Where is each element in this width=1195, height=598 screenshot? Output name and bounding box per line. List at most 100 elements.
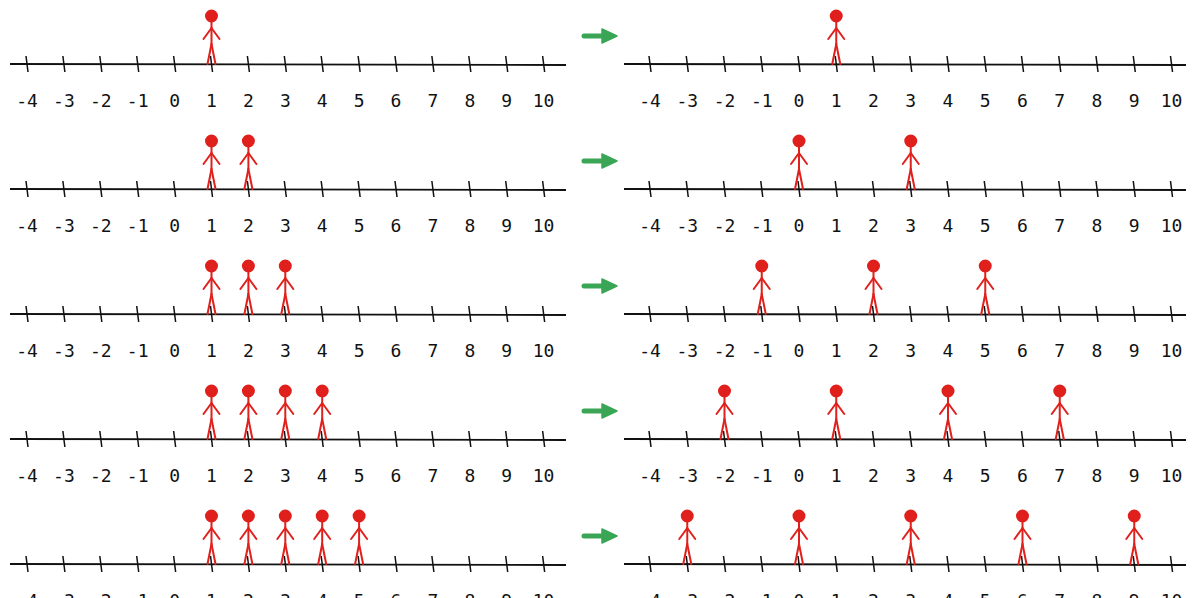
stick-figure [204, 261, 220, 315]
figure-arm [212, 278, 220, 289]
tick-mark [284, 181, 286, 197]
tick-label: -3 [676, 91, 698, 111]
tick-label: 2 [868, 341, 879, 361]
tick-label: 10 [1161, 216, 1183, 236]
tick-mark [798, 306, 800, 322]
stick-figure [977, 261, 993, 315]
tick-mark [63, 181, 65, 197]
stick-figure [240, 386, 256, 440]
tick-label: 10 [533, 216, 555, 236]
tick-label: 4 [317, 591, 328, 598]
figure-arm [1023, 528, 1031, 539]
figure-leg [874, 294, 878, 314]
tick-mark [26, 306, 28, 322]
figure-leg [981, 294, 985, 314]
figure-arm [248, 403, 256, 414]
tick-mark [395, 181, 397, 197]
figure-head [1129, 511, 1140, 522]
tick-label: 9 [501, 341, 512, 361]
figure-arm [314, 403, 322, 414]
figure-head [206, 261, 217, 272]
tick-label: -3 [53, 216, 75, 236]
tick-mark [469, 56, 471, 72]
tick-label: 5 [980, 466, 991, 486]
figure-arm [204, 28, 212, 39]
figure-head [794, 136, 805, 147]
tick-label: 7 [1054, 91, 1065, 111]
figure-leg [944, 419, 948, 439]
tick-label: 2 [243, 466, 254, 486]
figure-leg [208, 544, 212, 564]
figure-arm [1126, 528, 1134, 539]
figure-arm [903, 153, 911, 164]
tick-label: 5 [980, 591, 991, 598]
figure-leg [318, 419, 322, 439]
tick-label: 3 [280, 91, 291, 111]
tick-mark [761, 306, 763, 322]
tick-mark [947, 306, 949, 322]
stick-figure [314, 386, 330, 440]
tick-label: -3 [53, 91, 75, 111]
number-line [624, 314, 1186, 315]
tick-label: 7 [427, 341, 438, 361]
figure-body [211, 271, 213, 294]
figure-head [905, 136, 916, 147]
figure-arm [754, 278, 762, 289]
stick-figure [240, 261, 256, 315]
tick-mark [247, 556, 249, 572]
figure-arm [977, 278, 985, 289]
tick-mark [910, 56, 912, 72]
tick-label: -4 [16, 591, 38, 598]
tick-label: 4 [317, 466, 328, 486]
tick-mark [1022, 431, 1024, 447]
tick-label: -4 [16, 91, 38, 111]
figure-body [247, 396, 249, 419]
tick-mark [1059, 181, 1061, 197]
tick-label: 5 [354, 216, 365, 236]
tick-label: 0 [794, 91, 805, 111]
figure-body [211, 521, 213, 544]
tick-label: 0 [794, 466, 805, 486]
tick-mark [284, 56, 286, 72]
tick-mark [947, 56, 949, 72]
tick-mark [1059, 431, 1061, 447]
tick-mark [724, 306, 726, 322]
figure-leg [212, 419, 216, 439]
stick-figure [277, 511, 293, 565]
tick-mark [798, 431, 800, 447]
tick-label: 3 [905, 591, 916, 598]
tick-label: 7 [1054, 466, 1065, 486]
figure-arm [985, 278, 993, 289]
tick-label: 7 [1054, 591, 1065, 598]
figure-leg [285, 419, 289, 439]
tick-mark [873, 306, 875, 322]
tick-mark [358, 431, 360, 447]
tick-label: 0 [794, 216, 805, 236]
stick-figure [204, 386, 220, 440]
figure-body [910, 146, 912, 169]
tick-mark [984, 556, 986, 572]
tick-mark [321, 181, 323, 197]
figure-body [724, 396, 726, 419]
tick-mark [1022, 56, 1024, 72]
figure-arm [240, 278, 248, 289]
figure-arm [866, 278, 874, 289]
figure-leg [683, 544, 687, 564]
tick-label: 6 [391, 466, 402, 486]
tick-label: -2 [714, 591, 736, 598]
figure-leg [212, 294, 216, 314]
tick-label: -2 [90, 216, 112, 236]
transform-arrow [584, 404, 617, 418]
tick-label: 3 [280, 341, 291, 361]
figure-body [686, 521, 688, 544]
figure-body [835, 396, 837, 419]
tick-label: 4 [317, 216, 328, 236]
figure-head [1017, 511, 1028, 522]
tick-label: 6 [391, 91, 402, 111]
tick-mark [211, 556, 213, 572]
tick-mark [984, 306, 986, 322]
tick-mark [1133, 56, 1135, 72]
figure-leg [281, 544, 285, 564]
figure-head [206, 511, 217, 522]
tick-label: 1 [831, 91, 842, 111]
